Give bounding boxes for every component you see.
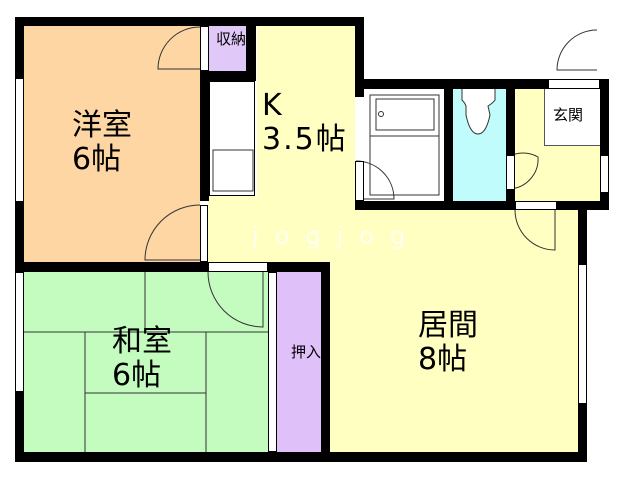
- wall-western-bottom: [15, 262, 208, 272]
- door-entrance-outer: [548, 79, 600, 89]
- wall-bottom: [15, 452, 587, 462]
- wall-top-left: [15, 17, 359, 26]
- japanese-room: [24, 272, 268, 452]
- closet-name: 押入: [291, 343, 322, 361]
- closet: [277, 272, 321, 452]
- living-room-size: 8帖: [418, 341, 468, 377]
- door-toilet: [506, 155, 515, 190]
- window-living-right: [578, 264, 587, 404]
- hall-area: [208, 208, 578, 266]
- wall-western-kitchen: [200, 26, 209, 201]
- wall-bath-bottom: [355, 201, 605, 210]
- wall-toilet-entrance: [506, 89, 515, 201]
- wall-storage-right: [246, 17, 256, 81]
- storage-small-name: 収納: [216, 30, 247, 48]
- kitchen-name: K: [262, 88, 282, 123]
- western-room-name: 洋室: [72, 108, 132, 143]
- japanese-room-name: 和室: [112, 324, 172, 359]
- living-room: [330, 266, 578, 452]
- living-room-name: 居間: [418, 308, 478, 343]
- wall-bath-toilet: [444, 89, 453, 201]
- door-entrance-inner: [515, 201, 557, 210]
- window-western-left: [15, 78, 24, 202]
- living-room-label: 居間 8帖: [418, 310, 478, 375]
- wall-living-left: [321, 262, 330, 462]
- wall-left: [15, 17, 24, 462]
- wall-bath-top: [355, 79, 605, 89]
- window-japanese-left: [15, 272, 24, 392]
- entrance-label: 玄関: [553, 106, 584, 124]
- western-room-label: 洋室 6帖: [72, 110, 132, 175]
- closet-door: [268, 272, 277, 452]
- storage-small: [209, 26, 246, 71]
- wall-storage-bottom: [200, 71, 256, 81]
- kitchen-size: 3.5帖: [262, 121, 348, 157]
- door-storage: [200, 26, 209, 71]
- western-room-size: 6帖: [72, 141, 122, 177]
- wall-japanese-top-right: [268, 262, 330, 272]
- window-entrance-right: [600, 155, 609, 193]
- wall-entrance-right: [600, 79, 609, 210]
- japanese-room-label: 和室 6帖: [112, 326, 172, 391]
- door-japanese: [208, 262, 268, 272]
- closet-label: 押入: [291, 342, 322, 362]
- wall-kitchen-right: [355, 17, 364, 97]
- entrance-genkan: [544, 89, 600, 146]
- storage-small-label: 収納: [216, 30, 247, 49]
- western-room: [24, 26, 200, 262]
- entrance-name: 玄関: [553, 106, 584, 124]
- watermark: jogjog: [252, 222, 422, 250]
- door-bathroom: [355, 161, 364, 201]
- japanese-room-size: 6帖: [112, 357, 162, 393]
- door-western: [200, 205, 208, 262]
- kitchen-label: K 3.5帖: [262, 90, 348, 155]
